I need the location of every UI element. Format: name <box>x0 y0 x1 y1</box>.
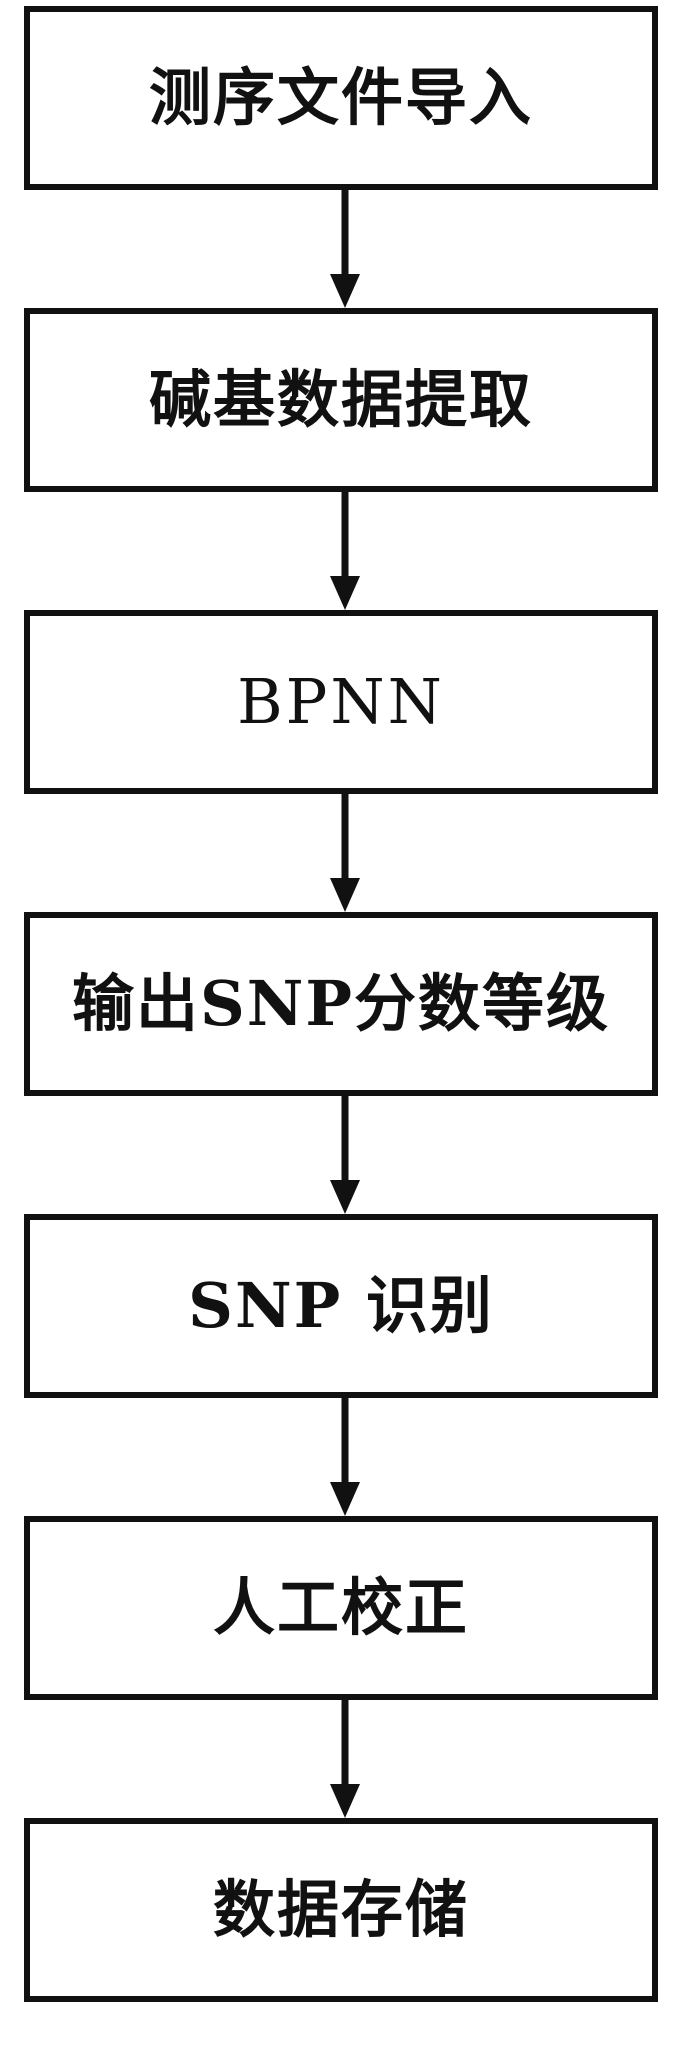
step-label: 碱基数据提取 <box>148 363 533 436</box>
step-box-data-storage: 数据存储 <box>24 1818 658 2002</box>
step-box-bpnn: BPNN <box>24 610 658 794</box>
flow-arrow-icon <box>330 1398 360 1516</box>
step-label: 测序文件导入 <box>148 61 533 134</box>
step-label: 输出SNP分数等级 <box>71 967 611 1040</box>
flow-arrow-icon <box>330 492 360 610</box>
flow-arrow-icon <box>330 1700 360 1818</box>
step-box-manual-correction: 人工校正 <box>24 1516 658 1700</box>
step-box-snp-identification: SNP 识别 <box>24 1214 658 1398</box>
step-box-output-snp-score-grade: 输出SNP分数等级 <box>24 912 658 1096</box>
step-box-sequencing-file-import: 测序文件导入 <box>24 6 658 190</box>
step-label: 数据存储 <box>212 1873 469 1946</box>
flow-arrow-icon <box>330 794 360 912</box>
flow-arrow-icon <box>330 190 360 308</box>
step-label: 人工校正 <box>212 1571 469 1644</box>
step-label: SNP 识别 <box>188 1269 494 1342</box>
flow-arrow-icon <box>330 1096 360 1214</box>
step-box-base-data-extraction: 碱基数据提取 <box>24 308 658 492</box>
step-label: BPNN <box>237 665 445 738</box>
